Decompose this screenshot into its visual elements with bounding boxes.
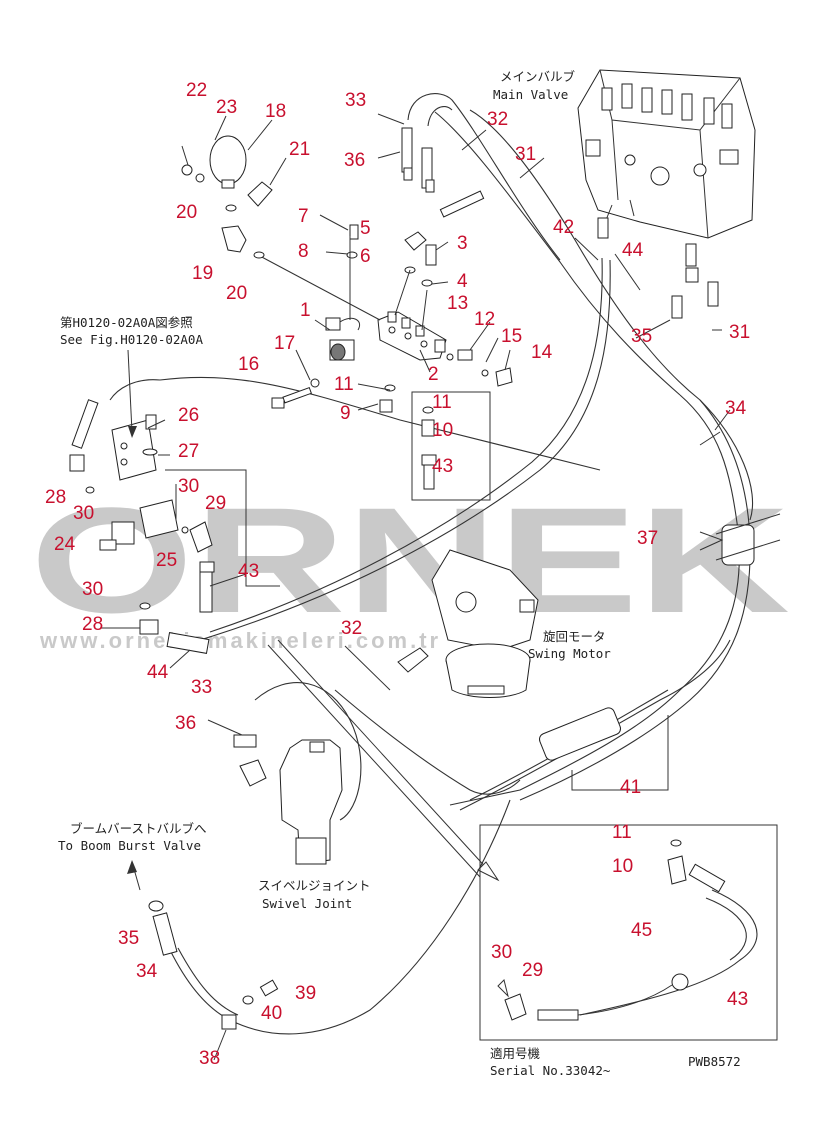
callout-8: 8	[298, 241, 309, 262]
callout-18: 18	[265, 101, 286, 122]
callout-9: 9	[340, 403, 351, 424]
swivel-joint-label-en: Swivel Joint	[262, 896, 352, 911]
callout-30-left: 30	[73, 503, 94, 524]
drawing-code: PWB8572	[688, 1054, 741, 1069]
callout-31-right: 31	[729, 322, 750, 343]
callout-12: 12	[474, 309, 495, 330]
callout-25: 25	[156, 550, 177, 571]
callout-28: 28	[45, 487, 66, 508]
callout-23: 23	[216, 97, 237, 118]
callout-30: 30	[178, 476, 199, 497]
solenoid-valve-assembly	[257, 127, 513, 501]
swing-motor-label-jp: 旋回モータ	[543, 629, 606, 644]
callout-43-detail: 43	[727, 989, 748, 1010]
see-fig-label-en: See Fig.H0120-02A0A	[60, 332, 203, 347]
callout-43: 43	[432, 456, 453, 477]
callout-44-lower: 44	[147, 662, 169, 683]
callout-numbers: 22 23 18 21 20 19 20 33 36 32 31 7 5 8 6…	[45, 80, 750, 1069]
callout-35-lower: 35	[118, 928, 139, 949]
callout-35: 35	[631, 326, 652, 347]
callout-34: 34	[725, 398, 747, 419]
main-valve-drawing	[577, 69, 756, 239]
swing-motor-label-en: Swing Motor	[528, 646, 611, 661]
watermark-brand: ORNEK	[30, 476, 790, 644]
callout-6: 6	[360, 246, 371, 267]
callout-20-lower: 20	[226, 283, 247, 304]
main-valve-label-en: Main Valve	[493, 87, 568, 102]
callout-15: 15	[501, 326, 522, 347]
callout-2: 2	[428, 364, 439, 385]
callout-33: 33	[345, 90, 366, 111]
callout-13: 13	[447, 293, 468, 314]
boom-burst-label-jp: ブームバーストバルブへ	[70, 821, 207, 836]
callout-20: 20	[176, 202, 197, 223]
valve-fittings	[597, 217, 719, 319]
detail-box-parts	[497, 839, 726, 1021]
callout-10: 10	[432, 420, 453, 441]
callout-7: 7	[298, 206, 309, 227]
callout-28-lower: 28	[82, 614, 103, 635]
callout-14: 14	[531, 342, 553, 363]
boom-burst-parts	[127, 860, 279, 1061]
left-block-group	[69, 399, 280, 654]
callout-43-left: 43	[238, 561, 259, 582]
serial-detail-box	[479, 824, 778, 1041]
see-fig-label-jp: 第H0120-02A0A図参照	[60, 315, 193, 330]
callout-24: 24	[54, 534, 76, 555]
callout-34-lower: 34	[136, 961, 158, 982]
hoses	[109, 93, 758, 1035]
callout-31: 31	[515, 144, 536, 165]
callout-32-lower: 32	[341, 618, 362, 639]
callout-44: 44	[622, 240, 644, 261]
callout-26: 26	[178, 405, 199, 426]
callout-17: 17	[274, 333, 295, 354]
callout-4: 4	[457, 271, 468, 292]
callout-36-lower: 36	[175, 713, 196, 734]
callout-5: 5	[360, 218, 371, 239]
callout-21: 21	[289, 139, 310, 160]
callout-16: 16	[238, 354, 259, 375]
callout-29-detail: 29	[522, 960, 543, 981]
callout-41: 41	[620, 777, 641, 798]
callout-27: 27	[178, 441, 199, 462]
callout-19: 19	[192, 263, 213, 284]
callout-30-detail: 30	[491, 942, 512, 963]
hose-bands	[538, 513, 781, 791]
boom-burst-label-en: To Boom Burst Valve	[58, 838, 201, 853]
callout-11-group: 11	[432, 392, 452, 413]
swivel-joint-drawing	[233, 734, 343, 865]
callout-3: 3	[457, 233, 468, 254]
callout-1: 1	[300, 300, 311, 321]
callout-36: 36	[344, 150, 365, 171]
callout-30-lower: 30	[82, 579, 103, 600]
callout-22: 22	[186, 80, 207, 101]
leader-lines	[100, 113, 731, 736]
callout-40: 40	[261, 1003, 282, 1024]
accumulator-group	[181, 135, 273, 259]
callout-45: 45	[631, 920, 652, 941]
serial-label-jp: 適用号機	[490, 1046, 541, 1061]
callout-38: 38	[199, 1048, 220, 1069]
serial-label-en: Serial No.33042~	[490, 1063, 610, 1078]
callout-10-detail: 10	[612, 856, 633, 877]
watermark-url: www.ornekismakineleri.com.tr	[39, 628, 441, 653]
swing-motor-drawing	[397, 549, 539, 698]
callout-39: 39	[295, 983, 316, 1004]
main-valve-label-jp: メインバルブ	[500, 69, 576, 84]
callout-42: 42	[553, 217, 574, 238]
callout-11-detail: 11	[612, 822, 632, 843]
callout-37: 37	[637, 528, 658, 549]
callout-32: 32	[487, 109, 508, 130]
callout-11: 11	[334, 374, 354, 395]
swivel-joint-label-jp: スイベルジョイント	[258, 878, 371, 893]
callout-29: 29	[205, 493, 226, 514]
callout-33-lower: 33	[191, 677, 212, 698]
